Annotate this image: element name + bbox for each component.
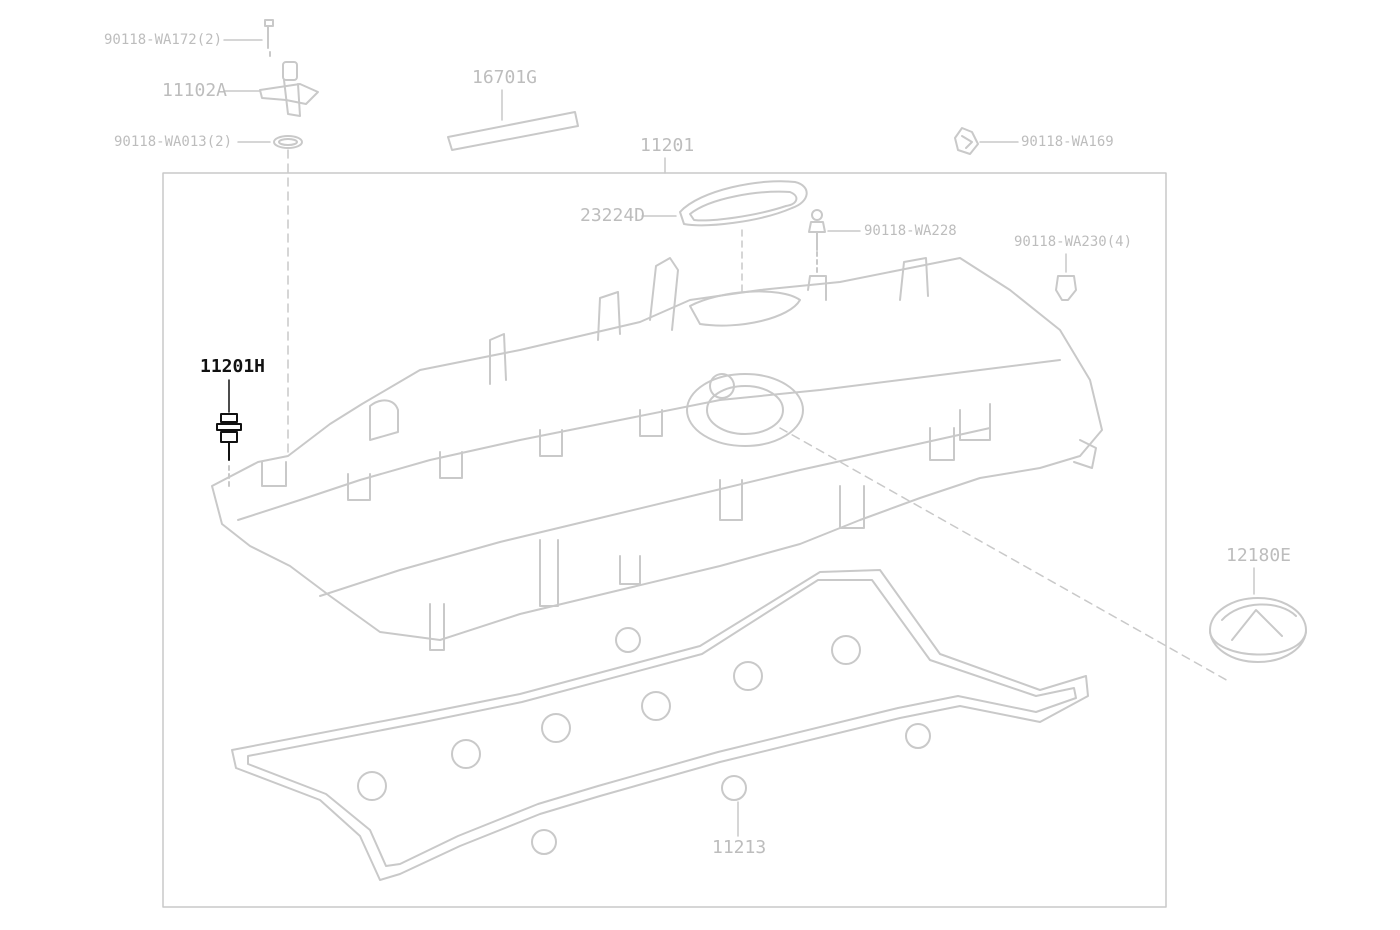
stud-90118-wa228[interactable] [808,209,861,273]
o-ring-90118-wa013[interactable] [237,135,303,149]
clip-90118-wa230[interactable] [1055,253,1077,301]
sensor-11102a[interactable] [223,61,319,117]
callout-11201h[interactable]: 11201H [200,356,266,377]
bolt-11201h[interactable] [216,379,242,487]
callout-90118-wa172[interactable]: 90118-WA172(2) [104,32,223,48]
gasket-11213[interactable] [231,569,1089,881]
callout-16701g[interactable]: 16701G [472,67,538,88]
cylinder-head-cover[interactable] [211,257,1231,683]
callout-90118-wa228[interactable]: 90118-WA228 [864,223,957,239]
oil-filler-cap-12180e[interactable] [1209,567,1307,663]
callout-11102a[interactable]: 11102A [162,80,228,101]
clip-90118-wa169[interactable] [954,127,1019,155]
gasket-23224d[interactable] [641,180,808,296]
callout-90118-wa230[interactable]: 90118-WA230(4) [1014,234,1133,250]
gasket-16701g[interactable] [447,89,579,151]
callout-23224d[interactable]: 23224D [580,205,646,226]
callout-12180e[interactable]: 12180E [1226,545,1292,566]
callout-11201[interactable]: 11201 [640,135,695,156]
callout-90118-wa169[interactable]: 90118-WA169 [1021,134,1114,150]
bolt-90118-wa172[interactable] [223,19,274,59]
callout-90118-wa013[interactable]: 90118-WA013(2) [114,134,233,150]
callout-11213[interactable]: 11213 [712,837,767,858]
